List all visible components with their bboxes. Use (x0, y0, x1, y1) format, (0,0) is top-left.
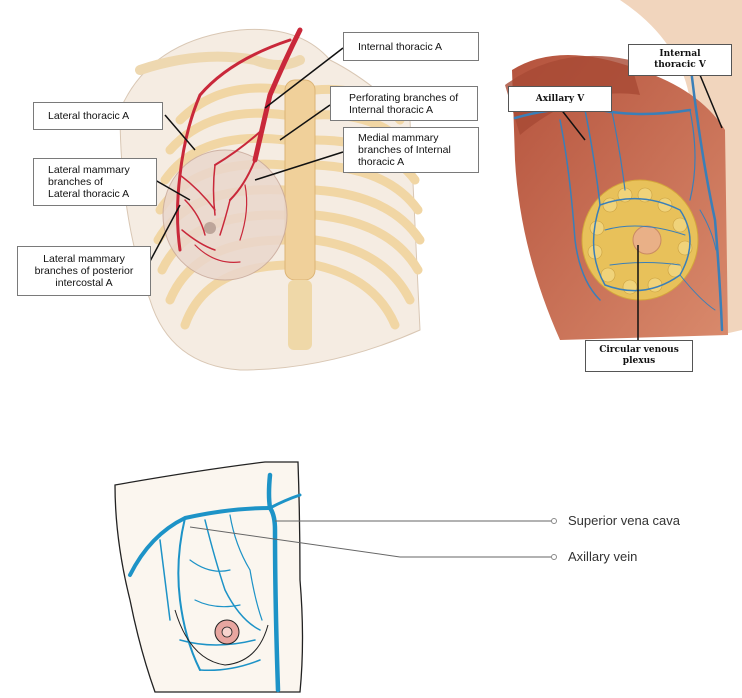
label-superior-vena-cava: Superior vena cava (568, 513, 680, 528)
label-axillary-vein: Axillary vein (568, 549, 637, 564)
marker-axillary-vein (552, 555, 557, 560)
marker-superior-vena-cava (552, 519, 557, 524)
schematic-nipple (222, 627, 232, 637)
